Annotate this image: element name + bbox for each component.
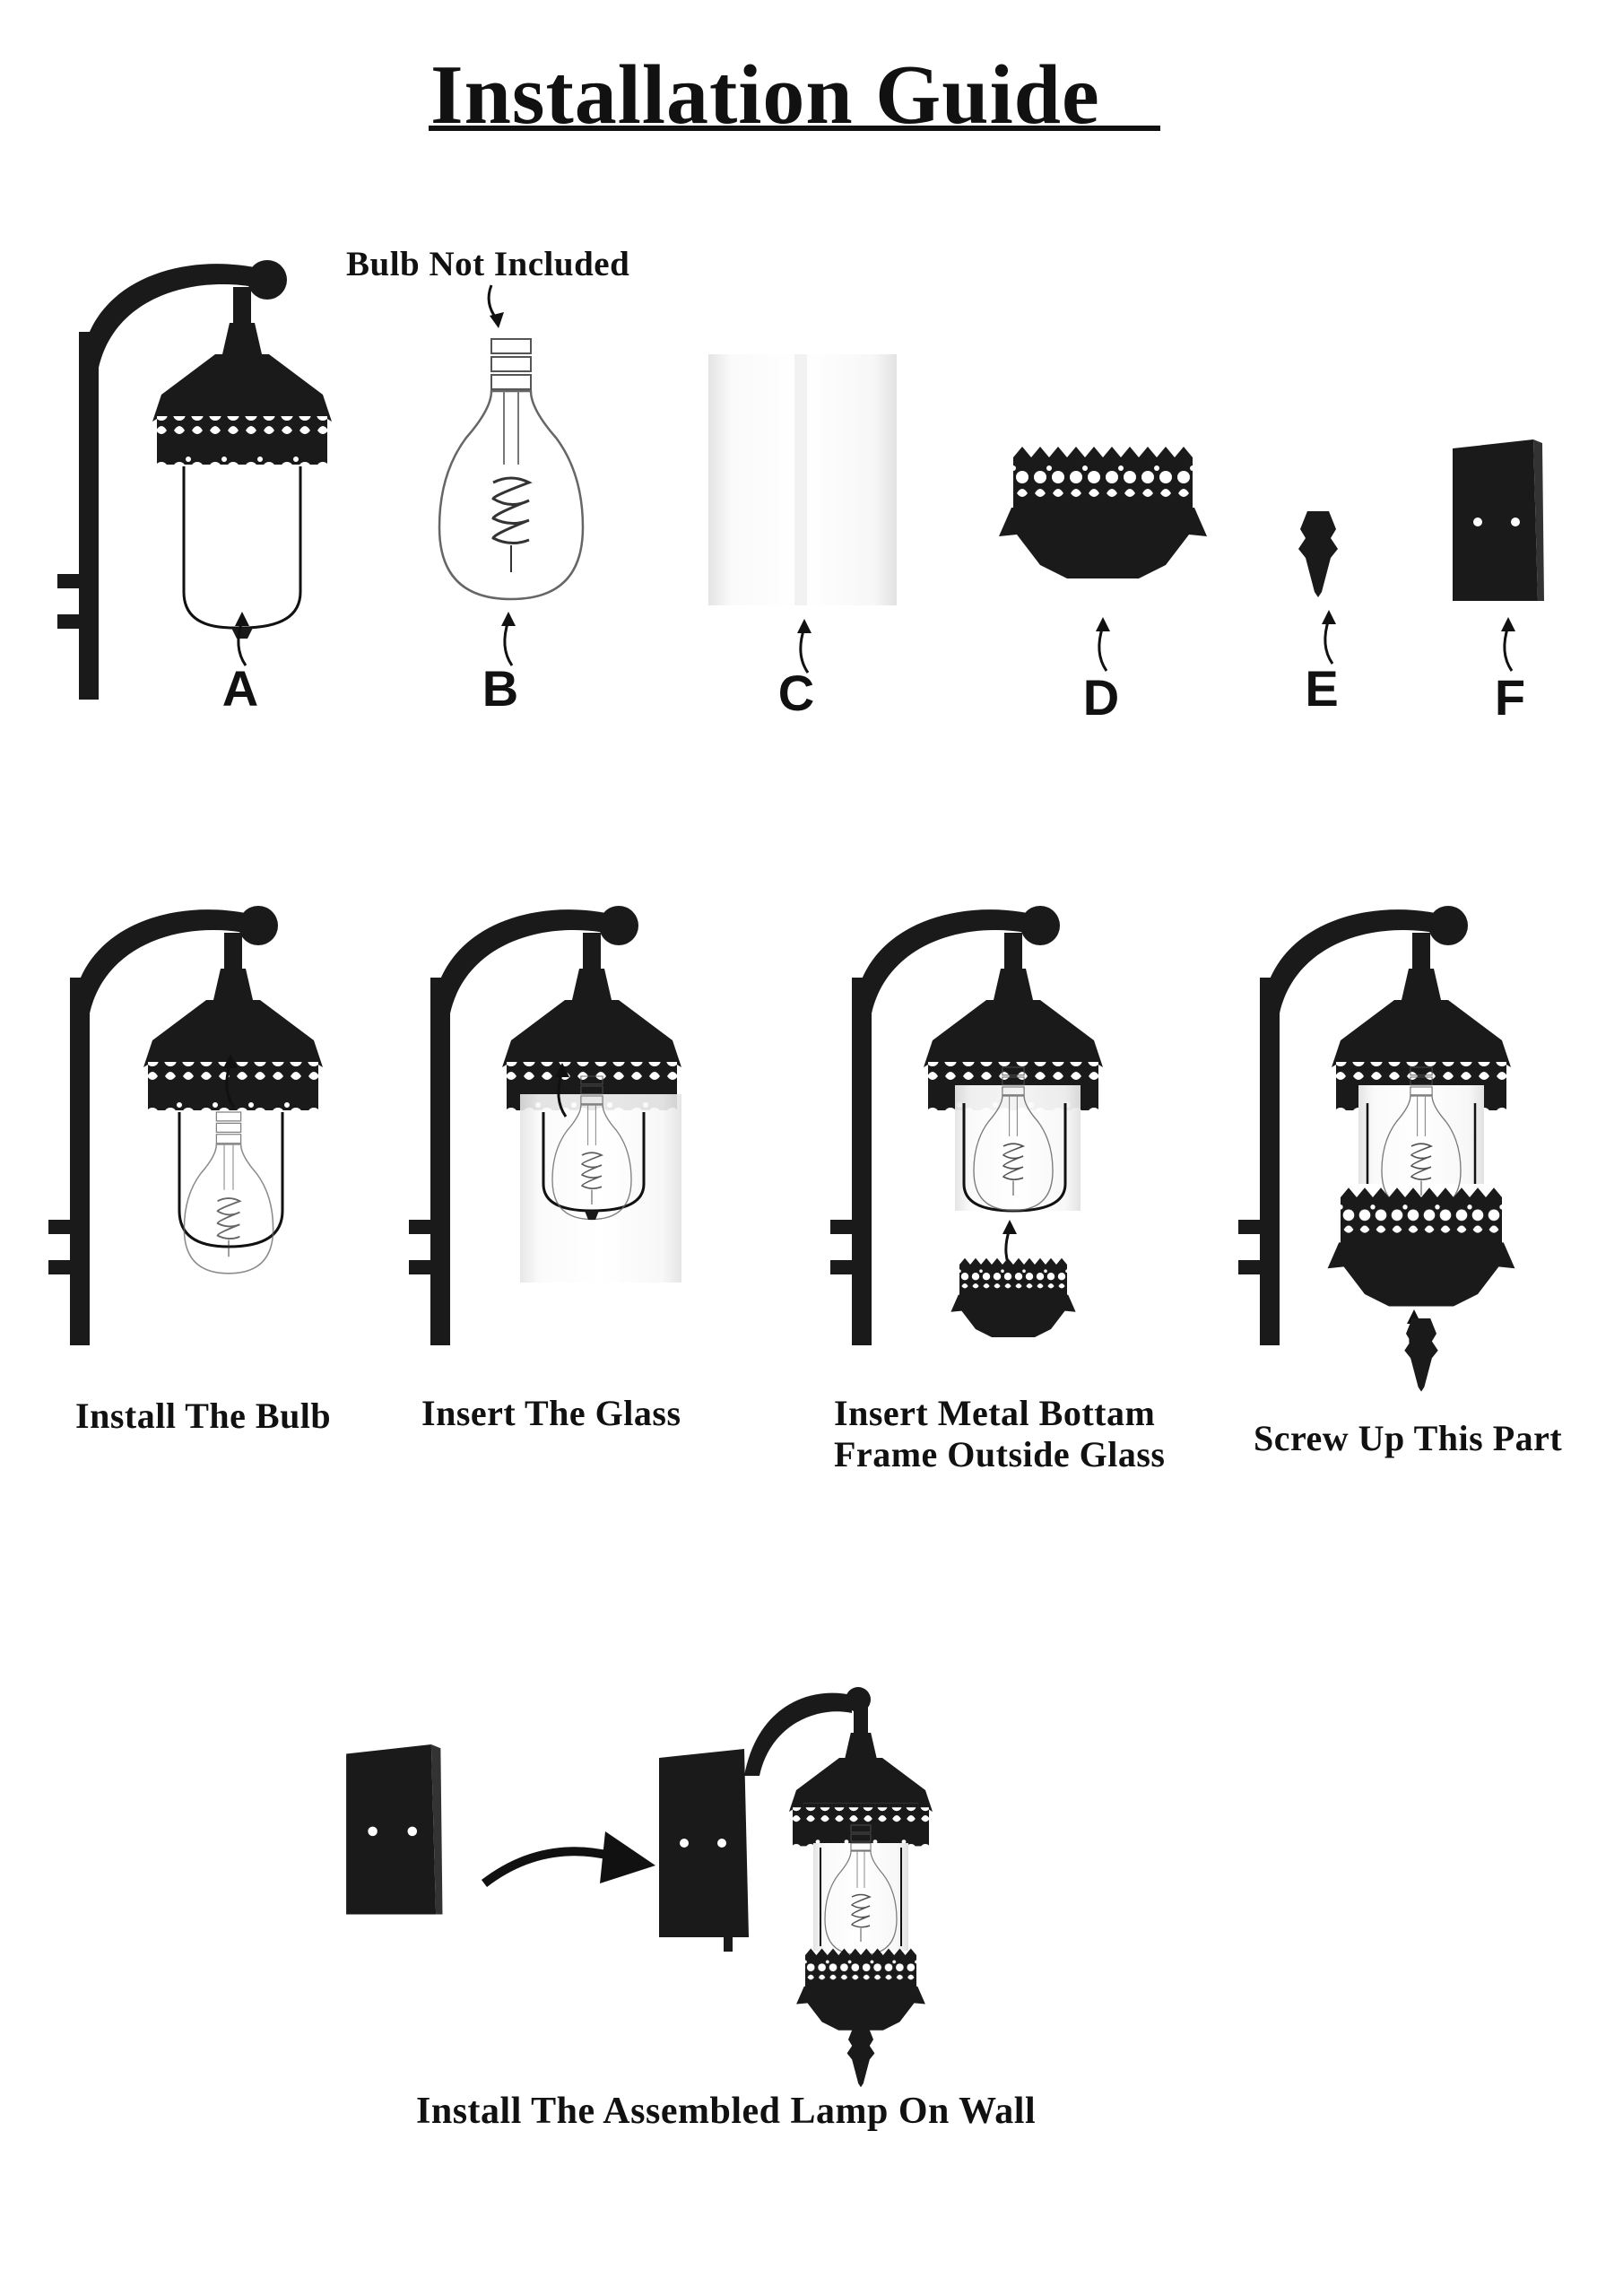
step-3-label-line-1: Insert Metal Bottam [834,1393,1156,1433]
part-d-letter: D [1082,669,1120,726]
part-b-letter: B [482,660,519,717]
final-step-assembled-lamp-on-wall [659,1687,933,2088]
step-3-label-line-2: Frame Outside Glass [834,1434,1166,1474]
final-step-label: Install The Assembled Lamp On Wall [416,2091,1037,2132]
step-1-label: Install The Bulb [75,1396,332,1436]
final-step-wall-plate [346,1744,443,1915]
step-3-insert-bottom-frame-figure [830,906,1103,1345]
part-f-letter: F [1494,669,1526,726]
step-2-insert-glass-figure [409,906,681,1345]
part-a-lamp-frame [57,260,332,700]
part-a-letter: A [221,660,259,717]
bulb-not-included-note: Bulb Not Included [346,245,630,283]
part-d-bottom-frame [999,447,1207,578]
step-4-screw-finial-figure [1238,906,1515,1392]
part-c-letter: C [777,665,815,721]
part-f-wall-plate [1453,439,1544,601]
bulb-note-arrow [487,284,504,328]
part-b-bulb [438,337,585,601]
final-step-arrow [481,1831,655,1887]
title-underline [429,126,1160,131]
part-e-finial [1298,511,1338,597]
part-c-glass-shade [708,354,897,605]
step-2-label: Insert The Glass [421,1393,681,1433]
part-e-letter: E [1305,660,1339,717]
step-1-install-bulb-figure [48,906,323,1345]
step-4-label: Screw Up This Part [1254,1418,1563,1458]
